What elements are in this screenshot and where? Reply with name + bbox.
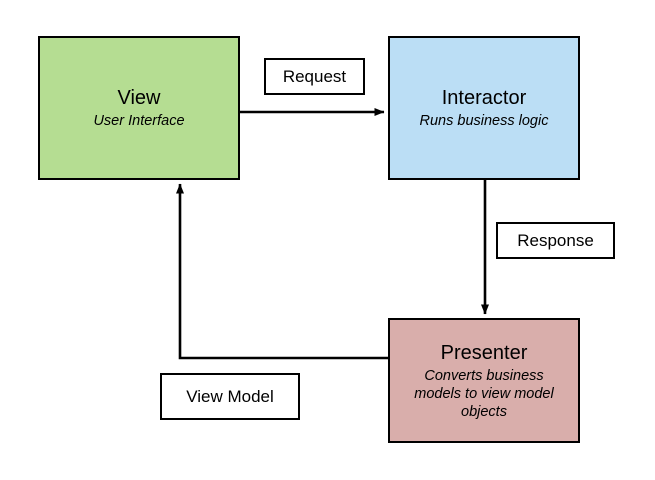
- edge-view-model-arrow: [176, 183, 388, 360]
- edge-label-view-model-text: View Model: [186, 386, 274, 406]
- node-view-title: View: [117, 87, 161, 109]
- node-interactor[interactable]: Interactor Runs business logic: [388, 36, 580, 180]
- edge-label-response[interactable]: Response: [496, 222, 615, 259]
- node-presenter-title: Presenter: [440, 341, 528, 364]
- edge-label-request[interactable]: Request: [264, 58, 365, 95]
- node-presenter-subtitle: Converts business models to view model o…: [414, 367, 554, 420]
- node-view[interactable]: View User Interface: [38, 36, 240, 180]
- node-interactor-title: Interactor: [441, 87, 527, 109]
- edge-label-view-model[interactable]: View Model: [160, 373, 300, 420]
- node-presenter[interactable]: Presenter Converts business models to vi…: [388, 318, 580, 443]
- node-interactor-subtitle: Runs business logic: [419, 113, 549, 129]
- edge-label-response-text: Response: [517, 230, 594, 250]
- node-view-subtitle: User Interface: [93, 113, 185, 129]
- edge-label-request-text: Request: [282, 66, 347, 86]
